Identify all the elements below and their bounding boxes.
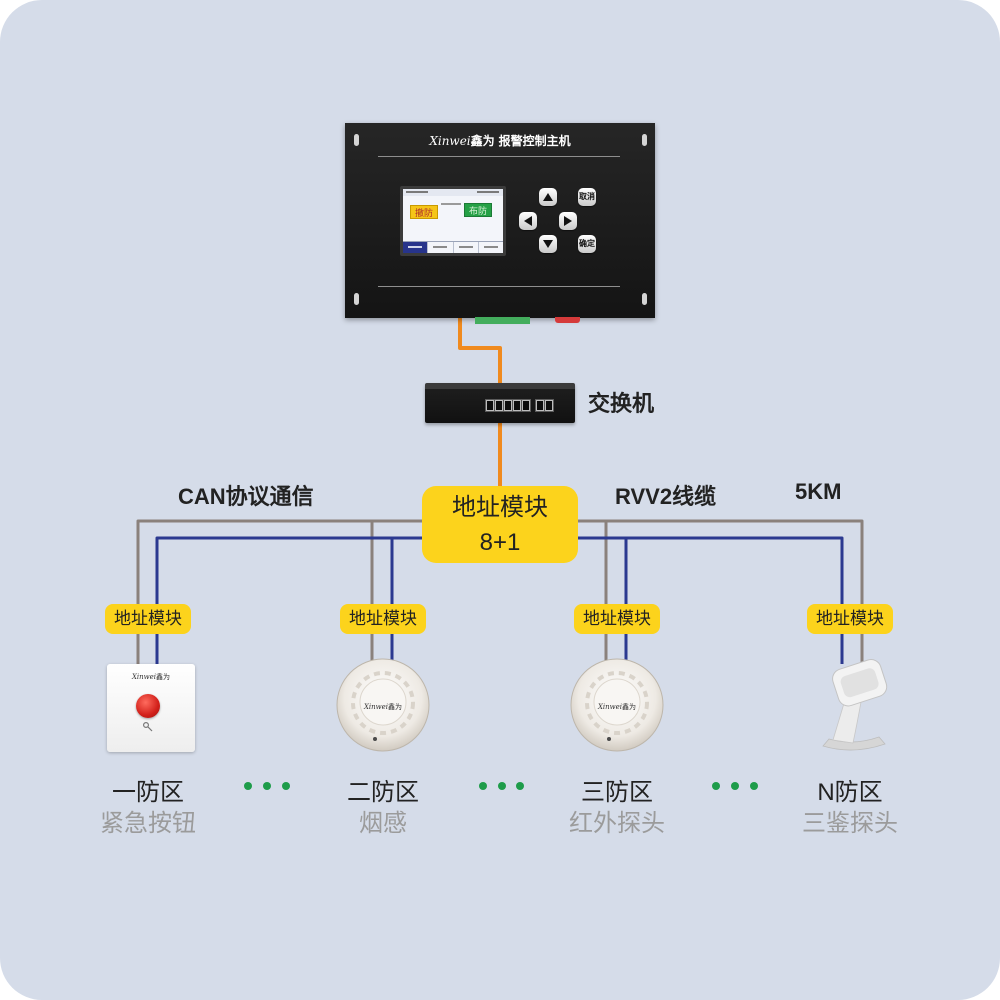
ethernet-cable-host-to-switch (458, 318, 502, 386)
screen-status-bar (403, 189, 503, 196)
mounting-slot (642, 134, 647, 146)
brand-logo-cn: 鑫为 (622, 704, 637, 711)
zone-name: 三防区 (581, 779, 653, 806)
ethernet-port (513, 400, 521, 411)
key-up[interactable] (539, 188, 557, 206)
ethernet-port-group (535, 399, 554, 412)
brand-logo-latin: Xinwei (131, 673, 157, 681)
confirm-key[interactable]: 确定 (578, 235, 596, 253)
alarm-control-host: Xinwei鑫为报警控制主机 撤防 布防 (345, 123, 655, 318)
brand-logo-cn: 鑫为 (156, 674, 171, 681)
ethernet-port (504, 400, 512, 411)
zone-name: 二防区 (347, 779, 419, 806)
zone-address-module: 地址模块 (105, 604, 191, 634)
zone-address-module: 地址模块 (340, 604, 426, 634)
distance-label: 5KM (795, 479, 842, 504)
brand-logo-cn: 鑫为 (388, 704, 403, 711)
device-type: 烟感 (359, 810, 407, 837)
screen-tab[interactable] (428, 242, 454, 253)
ethernet-port (495, 400, 503, 411)
screen-tab[interactable] (403, 242, 429, 253)
device-type: 红外探头 (569, 810, 665, 837)
zone-address-module: 地址模块 (807, 604, 893, 634)
ethernet-port-group (485, 399, 531, 412)
zone-name: N防区 (817, 779, 883, 806)
host-title-text: 报警控制主机 (498, 134, 571, 148)
screen-clock-text (477, 191, 499, 193)
host-title: Xinwei鑫为报警控制主机 (345, 132, 655, 149)
screen-tab[interactable] (479, 242, 503, 253)
reset-key-icon (143, 722, 153, 732)
zone-address-module: 地址模块 (574, 604, 660, 634)
brand-logo-latin: Xinwei (597, 703, 623, 711)
main-module-capacity: 8+1 (479, 528, 521, 556)
smoke-detector-icon: Xinwei鑫为 (335, 657, 431, 753)
main-address-module: 地址模块 8+1 (422, 486, 578, 563)
key-left[interactable] (519, 212, 537, 230)
triple-tech-detector-icon (822, 659, 888, 751)
protocol-label: CAN协议通信 (178, 484, 314, 509)
screen-status-text (441, 203, 461, 205)
disarm-button[interactable]: 撤防 (410, 205, 438, 219)
key-down[interactable] (539, 235, 557, 253)
device-type: 三鉴探头 (802, 810, 898, 837)
arrow-left-icon (524, 216, 532, 226)
emergency-button-icon: Xinwei鑫为 (107, 664, 195, 752)
ethernet-port (545, 400, 553, 411)
infrared-detector-icon: Xinwei鑫为 (569, 657, 665, 753)
lcd-screen: 撤防 布防 (400, 186, 506, 256)
brand-logo-latin: Xinwei (363, 703, 389, 711)
mounting-slot (354, 293, 359, 305)
red-push-button (136, 694, 160, 718)
screen-title-text (406, 191, 428, 193)
zone-name: 一防区 (112, 779, 184, 806)
cancel-key[interactable]: 取消 (578, 188, 596, 206)
device-brand-logo: Xinwei鑫为 (335, 702, 431, 712)
ethernet-port (536, 400, 544, 411)
panel-divider (378, 286, 620, 287)
device-type: 紧急按钮 (100, 810, 196, 837)
switch-label: 交换机 (588, 391, 655, 416)
arm-button[interactable]: 布防 (464, 203, 492, 217)
device-brand-logo: Xinwei鑫为 (569, 702, 665, 712)
network-switch (425, 383, 575, 423)
lcd-screen-display: 撤防 布防 (403, 189, 503, 253)
main-module-title: 地址模块 (452, 493, 548, 521)
screen-tab-bar (403, 241, 503, 253)
screen-tab[interactable] (454, 242, 479, 253)
device-brand-logo: Xinwei鑫为 (107, 672, 195, 682)
panel-divider (378, 156, 620, 157)
arrow-down-icon (543, 240, 553, 248)
ethernet-port (522, 400, 530, 411)
key-right[interactable] (559, 212, 577, 230)
mounting-slot (642, 293, 647, 305)
ethernet-port (486, 400, 494, 411)
terminal-block-green (475, 317, 530, 324)
arrow-right-icon (564, 216, 572, 226)
mounting-slot (354, 134, 359, 146)
brand-logo-cn: 鑫为 (470, 134, 495, 148)
terminal-block-red (555, 317, 580, 323)
brand-logo-latin: Xinwei (429, 134, 471, 148)
cable-label: RVV2线缆 (615, 484, 717, 509)
arrow-up-icon (543, 193, 553, 201)
